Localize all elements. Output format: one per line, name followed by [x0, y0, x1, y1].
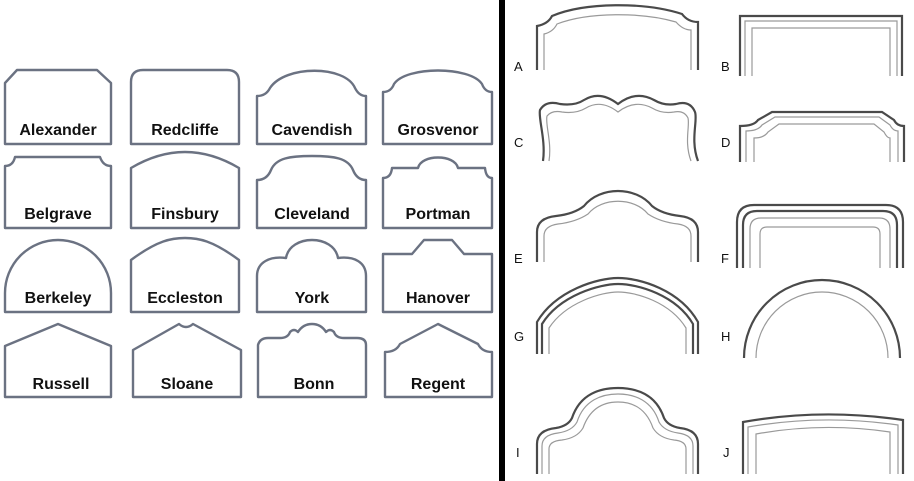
shape-label-sloane: Sloane [161, 376, 214, 393]
shape-outline-berkeley [3, 238, 113, 314]
shape-redcliffe: Redcliffe [129, 68, 241, 146]
shape-outline-cleveland [255, 154, 368, 230]
outline-d-outer [738, 110, 906, 162]
shape-label-hanover: Hanover [406, 290, 470, 307]
panel-divider [499, 0, 505, 481]
shape-label-belgrave: Belgrave [24, 206, 92, 223]
letter-label-d: D [721, 135, 730, 150]
shape-label-redcliffe: Redcliffe [151, 122, 219, 139]
outline-g-outer-2 [540, 282, 695, 354]
outline-d-inner-2 [753, 123, 891, 162]
letter-label-e: E [514, 251, 523, 266]
shape-label-regent: Regent [411, 376, 466, 393]
shape-york: York [255, 238, 368, 314]
shape-outline-portman [381, 156, 494, 230]
shape-outline-russell [3, 322, 113, 399]
outline-d-inner-1 [745, 116, 899, 162]
outline-a-outer [535, 4, 700, 70]
shape-berkeley: Berkeley [3, 238, 113, 314]
shape-label-berkeley: Berkeley [25, 290, 92, 307]
outline-e-outer [535, 189, 700, 262]
shape-outline-finsbury [129, 150, 241, 230]
shape-label-cavendish: Cavendish [272, 122, 353, 139]
shape-outline-hanover [381, 238, 494, 314]
letter-shape-a: A [514, 4, 700, 74]
shape-outline-cavendish [255, 69, 368, 146]
shape-outline-york [255, 238, 368, 314]
letter-shape-g: G [514, 276, 700, 354]
shape-label-cleveland: Cleveland [274, 206, 350, 223]
letter-shape-j: J [723, 413, 905, 474]
shape-outline-bonn [256, 322, 368, 399]
letter-shape-d: D [721, 110, 906, 162]
letter-label-c: C [514, 135, 523, 150]
letter-label-f: F [721, 251, 729, 266]
shape-label-alexander: Alexander [19, 122, 96, 139]
outline-h-outer [742, 278, 902, 359]
shape-bonn: Bonn [256, 322, 368, 399]
letter-shape-e: E [514, 189, 700, 266]
shape-grosvenor: Grosvenor [381, 69, 494, 146]
letter-label-b: B [721, 59, 730, 74]
shape-outline-sloane [131, 322, 243, 399]
shape-russell: Russell [3, 322, 113, 399]
letter-label-g: G [514, 329, 524, 344]
shape-outline-eccleston [129, 236, 241, 314]
outline-g-outer [535, 276, 700, 354]
shape-cleveland: Cleveland [255, 154, 368, 230]
outline-a-inner [543, 14, 692, 70]
shape-label-grosvenor: Grosvenor [398, 122, 479, 139]
outline-b-inner-2 [751, 27, 891, 76]
outline-j-inner-2 [755, 426, 891, 474]
outline-g-inner [548, 291, 687, 354]
outline-e-inner [543, 200, 692, 262]
outline-f-inner-1 [741, 209, 899, 268]
letter-shape-f: F [721, 203, 905, 268]
letter-shape-i: I [516, 386, 700, 474]
outline-c-outer [538, 94, 700, 162]
shape-regent: Regent [383, 322, 494, 399]
shape-label-york: York [295, 290, 329, 307]
letter-label-h: H [721, 329, 730, 344]
outline-b-outer [738, 14, 904, 76]
shape-label-eccleston: Eccleston [147, 290, 223, 307]
letter-shape-h: H [721, 278, 902, 359]
outline-i-inner-2 [548, 401, 687, 474]
shape-outline-grosvenor [381, 69, 494, 146]
outline-i-outer [535, 386, 700, 474]
outline-j-outer [741, 413, 905, 474]
letter-label-a: A [514, 59, 523, 74]
outline-h-inner [755, 291, 889, 359]
shape-label-russell: Russell [33, 376, 90, 393]
outline-c-inner [546, 103, 692, 162]
letter-shape-b: B [721, 14, 904, 76]
shape-alexander: Alexander [3, 68, 113, 146]
shape-outline-regent [383, 322, 494, 399]
outline-f-outer [735, 203, 905, 268]
letter-label-j: J [723, 445, 730, 460]
outline-f-inner-2 [749, 217, 891, 268]
outline-b-inner-1 [744, 20, 898, 76]
outline-j-inner-1 [747, 419, 899, 474]
outline-f-inner-3 [759, 226, 881, 268]
shape-label-finsbury: Finsbury [151, 206, 219, 223]
shape-eccleston: Eccleston [129, 236, 241, 314]
shape-portman: Portman [381, 156, 494, 230]
shape-cavendish: Cavendish [255, 69, 368, 146]
shape-outline-redcliffe [129, 68, 241, 146]
shape-outline-belgrave [3, 155, 113, 230]
shape-belgrave: Belgrave [3, 155, 113, 230]
outline-i-inner-1 [541, 393, 694, 474]
shape-finsbury: Finsbury [129, 150, 241, 230]
shape-hanover: Hanover [381, 238, 494, 314]
shape-outline-alexander [3, 68, 113, 146]
shape-label-portman: Portman [406, 206, 471, 223]
letter-shape-c: C [514, 94, 700, 162]
letter-label-i: I [516, 445, 520, 460]
shape-sloane: Sloane [131, 322, 243, 399]
shape-label-bonn: Bonn [294, 376, 335, 393]
